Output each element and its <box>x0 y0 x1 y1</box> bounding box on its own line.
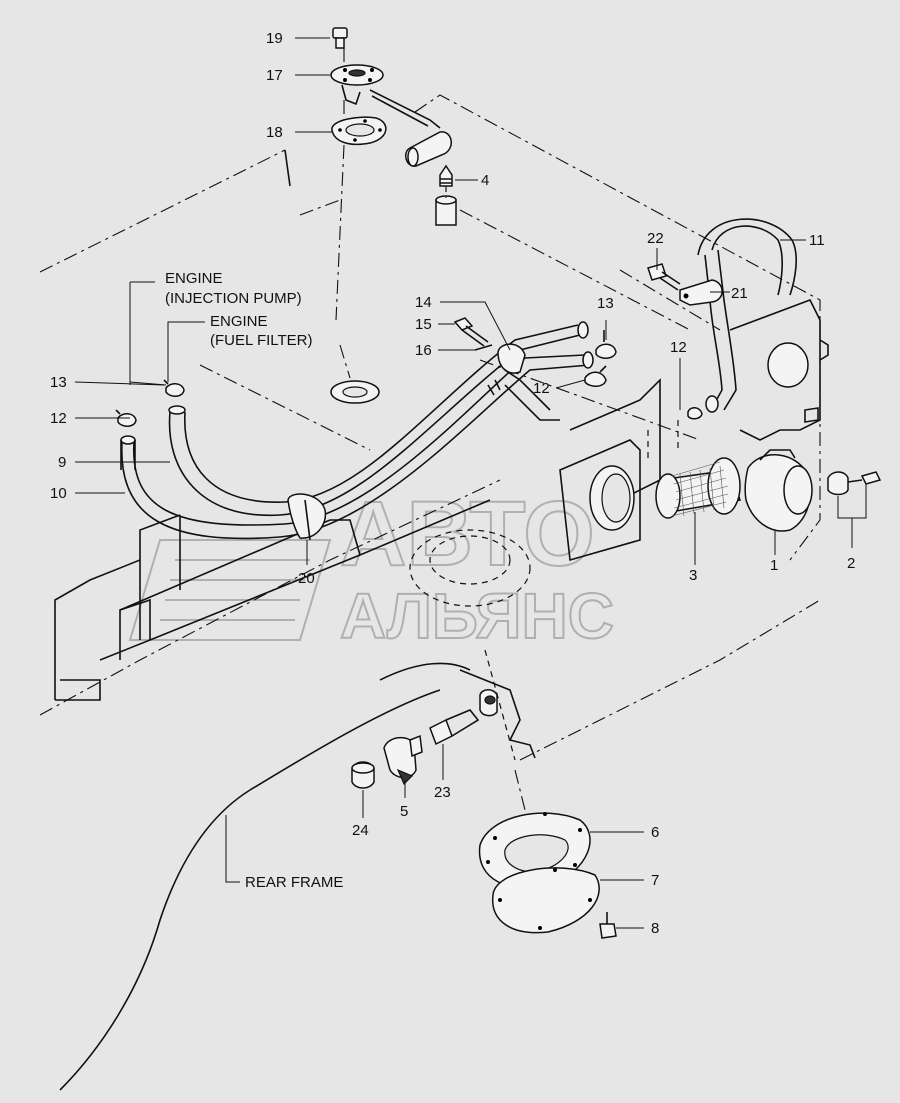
return-hose-11 <box>697 218 798 413</box>
label-injection-pump: (INJECTION PUMP) <box>165 290 302 307</box>
callout-17: 17 <box>266 67 283 84</box>
gasket-18 <box>331 116 387 146</box>
drain-boss <box>479 689 498 717</box>
callout-6: 6 <box>651 824 659 841</box>
callout-3: 3 <box>689 567 697 584</box>
rear-frame <box>54 298 829 1091</box>
plug-24 <box>351 761 375 789</box>
clamp-20 <box>287 493 327 541</box>
washer-16 <box>474 344 493 351</box>
callout-22: 22 <box>647 230 664 247</box>
callout-24: 24 <box>352 822 369 839</box>
filler-gasket <box>589 465 635 531</box>
watermark-line1: АВТО <box>340 483 595 585</box>
tank-outline <box>39 94 821 851</box>
hose-end-caps <box>577 321 594 369</box>
callout-4: 4 <box>481 172 489 189</box>
bolt-19 <box>332 27 348 49</box>
callout-21: 21 <box>731 285 748 302</box>
breather-4 <box>435 164 457 226</box>
callout-20: 20 <box>298 570 315 587</box>
clamp-13-right <box>595 330 617 359</box>
label-engine-filter: ENGINE <box>210 313 268 330</box>
bolt-22 <box>647 263 681 291</box>
leader-lines <box>74 37 867 929</box>
watermark-logo <box>128 539 332 641</box>
callout-8: 8 <box>651 920 659 937</box>
clamp-12-left <box>115 409 137 427</box>
clip-21 <box>679 279 723 306</box>
label-engine-injection: ENGINE <box>165 270 223 287</box>
bolt-15 <box>453 317 489 347</box>
fuel-cap-1 <box>744 449 813 532</box>
callout-11: 11 <box>809 232 825 249</box>
callout-9: 9 <box>58 454 66 471</box>
sender-unit-17 <box>330 64 452 167</box>
callout-16: 16 <box>415 342 432 359</box>
watermark: АВТО АЛЬЯНС <box>128 482 615 653</box>
fuel-sender-assembly <box>330 27 452 321</box>
callout-18: 18 <box>266 124 283 141</box>
callout-7: 7 <box>651 872 659 889</box>
callout-13-right: 13 <box>597 295 614 312</box>
callout-5: 5 <box>400 803 408 820</box>
hose-bracket-14 <box>487 343 560 421</box>
strainer-3 <box>655 457 741 519</box>
drain-dashed-ring <box>409 529 531 607</box>
bolt-8 <box>599 912 617 939</box>
clamp-12-right <box>584 365 607 387</box>
hose-10 <box>120 354 591 540</box>
float-cylinder <box>405 131 452 167</box>
filter-return-gasket <box>330 344 380 404</box>
watermark-line2: АЛЬЯНС <box>340 580 614 652</box>
drain-gasket-7 <box>492 867 600 934</box>
callout-13-left: 13 <box>50 374 67 391</box>
callout-1: 1 <box>770 557 778 574</box>
callout-12-left: 12 <box>50 410 67 427</box>
callout-10: 10 <box>50 485 67 502</box>
text-labels: ENGINE (INJECTION PUMP) ENGINE (FUEL FIL… <box>165 270 343 891</box>
callout-19: 19 <box>266 30 283 47</box>
nipple-23 <box>429 709 480 746</box>
plug-2 <box>827 471 882 496</box>
drain-cock-5 <box>383 734 423 786</box>
clamp-12-tank <box>647 407 703 460</box>
callout-12-right: 12 <box>533 380 550 397</box>
callout-12-tank: 12 <box>670 339 687 356</box>
callout-numbers: 19 17 18 4 13 12 9 10 14 15 16 12 13 12 … <box>50 30 855 937</box>
callout-2: 2 <box>847 555 855 572</box>
callout-15: 15 <box>415 316 432 333</box>
callout-14: 14 <box>415 294 432 311</box>
label-fuel-filter: (FUEL FILTER) <box>210 332 313 349</box>
callout-23: 23 <box>434 784 451 801</box>
clamp-13-left <box>163 379 185 397</box>
label-rear-frame: REAR FRAME <box>245 874 343 891</box>
